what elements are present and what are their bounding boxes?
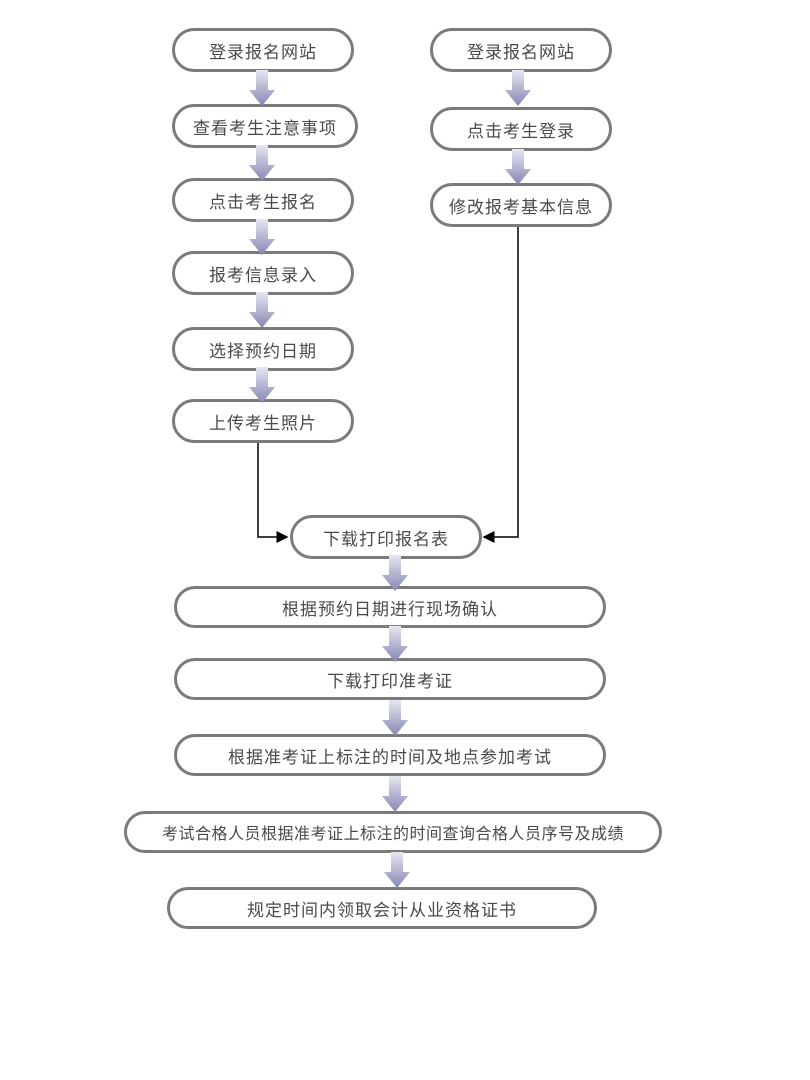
down-arrow-icon: [382, 700, 408, 736]
main-step-collect-certificate: 规定时间内领取会计从业资格证书: [167, 887, 597, 929]
down-arrow-icon: [382, 555, 408, 591]
right-step-modify-info: 修改报考基本信息: [430, 183, 612, 227]
down-arrow-icon: [249, 145, 275, 181]
merge-step-print-form: 下载打印报名表: [290, 515, 482, 559]
down-arrow-icon: [249, 70, 275, 106]
down-arrow-icon: [249, 292, 275, 328]
main-step-take-exam: 根据准考证上标注的时间及地点参加考试: [174, 734, 606, 776]
down-arrow-icon: [384, 852, 410, 888]
main-step-print-admission: 下载打印准考证: [174, 658, 606, 700]
right-step-login: 登录报名网站: [430, 28, 612, 72]
left-step-click-register: 点击考生报名: [172, 178, 354, 222]
main-step-onsite-confirm: 根据预约日期进行现场确认: [174, 586, 606, 628]
down-arrow-icon: [249, 367, 275, 403]
left-step-enter-info: 报考信息录入: [172, 251, 354, 295]
down-arrow-icon: [505, 149, 531, 185]
left-step-upload-photo: 上传考生照片: [172, 399, 354, 443]
down-arrow-icon: [382, 626, 408, 662]
left-step-view-notice: 查看考生注意事项: [172, 104, 358, 148]
main-step-query-results: 考试合格人员根据准考证上标注的时间查询合格人员序号及成绩: [124, 811, 662, 853]
left-to-merge-connector: [257, 441, 289, 543]
right-to-merge-connector: [482, 225, 519, 543]
down-arrow-icon: [249, 219, 275, 255]
down-arrow-icon: [382, 776, 408, 812]
left-step-choose-date: 选择预约日期: [172, 327, 354, 371]
right-step-candidate-login: 点击考生登录: [430, 107, 612, 151]
down-arrow-icon: [505, 70, 531, 106]
left-step-login: 登录报名网站: [172, 28, 354, 72]
